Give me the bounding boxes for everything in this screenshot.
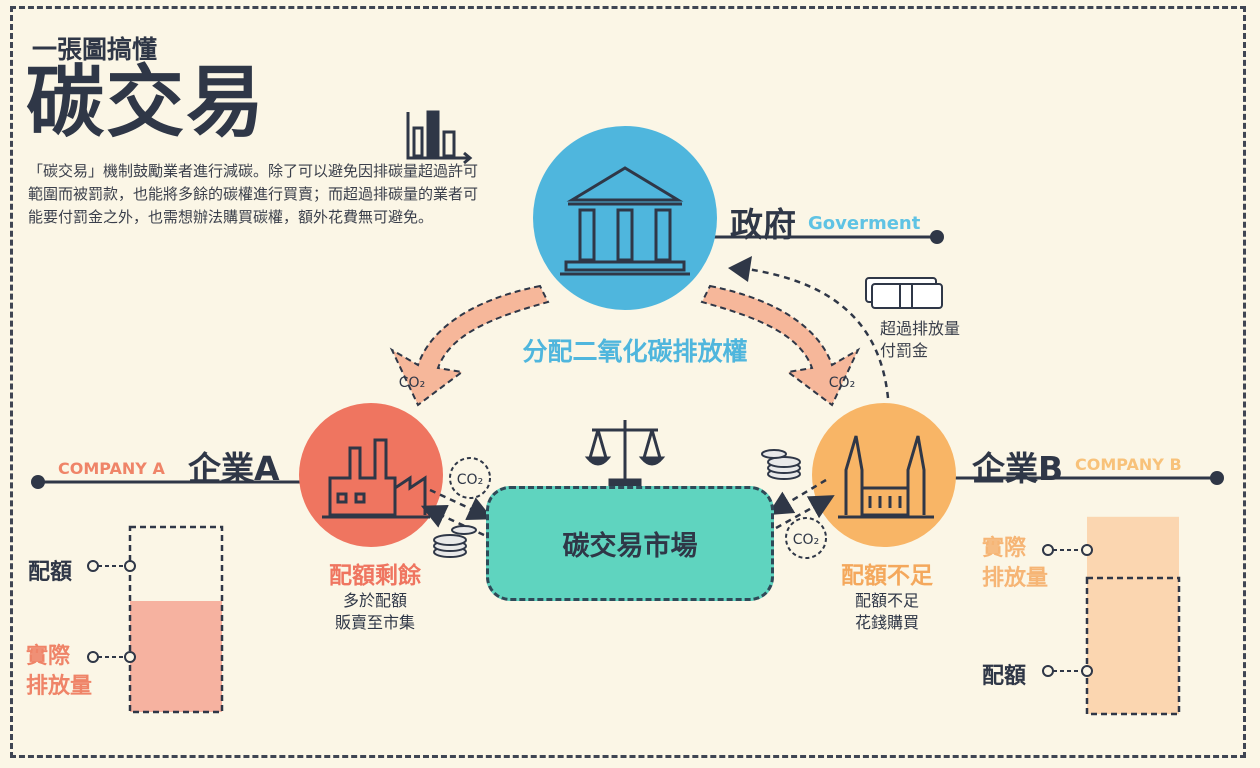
factory-icon [322, 438, 430, 519]
co2-text: CO₂ [457, 472, 483, 488]
company-b-status-line-1: 配額不足 [854, 591, 919, 610]
trade-arrows-company-b [767, 478, 835, 530]
coins-icon [761, 449, 801, 480]
company-b-line [945, 471, 1224, 485]
company-b-label: 企業B [972, 449, 1064, 488]
coins-icon [433, 525, 477, 558]
company-b-circle [812, 403, 956, 547]
fine-line-2: 付罰金 [880, 341, 929, 360]
co2-bubble-icon: CO₂ [449, 457, 491, 499]
company-b-status-line-2: 花錢購買 [854, 613, 919, 632]
company-a-quota-pointer [87, 560, 136, 572]
scale-icon [584, 420, 666, 488]
company-a-actual-label-line-1: 實際 [26, 644, 71, 669]
government-circle [533, 126, 717, 310]
allocation-arrow-to-company-a [389, 284, 550, 407]
government-line [700, 230, 944, 244]
company-a-label: 企業A [188, 449, 280, 488]
company-a-quota-box [128, 525, 224, 714]
company-b-actual-emission-fill [1087, 516, 1179, 714]
company-b-actual-label: 實際 排放量 [982, 534, 1072, 594]
company-a-quota-label: 配額 [28, 560, 73, 585]
fine-arrow [739, 266, 890, 399]
company-a-actual-emission-fill [130, 601, 222, 712]
cash-icon [865, 277, 943, 309]
company-a-status-line-1: 多於配額 [342, 591, 407, 610]
bar-chart-icon [406, 110, 473, 165]
company-a-line [31, 475, 305, 489]
co2-bubble-icon: CO₂ [785, 517, 827, 559]
company-b-quota-label: 配額 [982, 664, 1027, 689]
government-label: 政府 [730, 205, 796, 244]
co2-text: CO₂ [793, 532, 819, 548]
allocation-label: 分配二氧化碳排放權 [522, 337, 748, 366]
company-a-label-en: COMPANY A [58, 459, 165, 478]
company-a-actual-pointer [87, 651, 136, 663]
carbon-market-label: 碳交易市場 [562, 531, 698, 562]
company-b-actual-pointer [1042, 544, 1093, 556]
company-a-actual-label: 實際 排放量 [26, 642, 116, 702]
co2-text: CO₂ [399, 375, 425, 391]
fine-line-1: 超過排放量 [880, 319, 961, 338]
company-a-status-desc: 多於配額 販賣至市集 [300, 590, 450, 634]
company-b-quota-box [1085, 576, 1181, 716]
government-building-icon [560, 166, 690, 276]
company-b-quota-pointer [1042, 665, 1093, 677]
government-label-en: Goverment [808, 213, 921, 234]
company-a-status: 配額剩餘 [329, 563, 421, 589]
page-subtitle: 一張圖搞懂 [32, 35, 158, 64]
company-b-status: 配額不足 [841, 563, 933, 589]
page-title: 碳交易 [26, 58, 267, 148]
company-a-circle [299, 403, 443, 547]
dashed-frame [10, 6, 1246, 758]
fine-label: 超過排放量 付罰金 [880, 318, 960, 362]
company-a-status-line-2: 販賣至市集 [334, 613, 415, 632]
description-text: 「碳交易」機制鼓勵業者進行減碳。除了可以避免因排碳量超過許可範圍而被罰款，也能將… [28, 162, 479, 226]
company-b-actual-label-line-1: 實際 [982, 536, 1027, 561]
company-a-actual-label-line-2: 排放量 [26, 674, 93, 699]
company-b-status-desc: 配額不足 花錢購買 [812, 590, 962, 634]
allocation-arrow-to-company-b [700, 284, 861, 407]
factory-icon [838, 435, 934, 519]
company-b-actual-label-line-2: 排放量 [982, 566, 1049, 591]
carbon-market-box: 碳交易市場 [486, 486, 774, 601]
co2-text: CO₂ [829, 375, 855, 391]
company-b-label-en: COMPANY B [1075, 455, 1182, 474]
fine-arrow-head [728, 256, 752, 282]
trade-arrows-company-a [420, 488, 494, 537]
